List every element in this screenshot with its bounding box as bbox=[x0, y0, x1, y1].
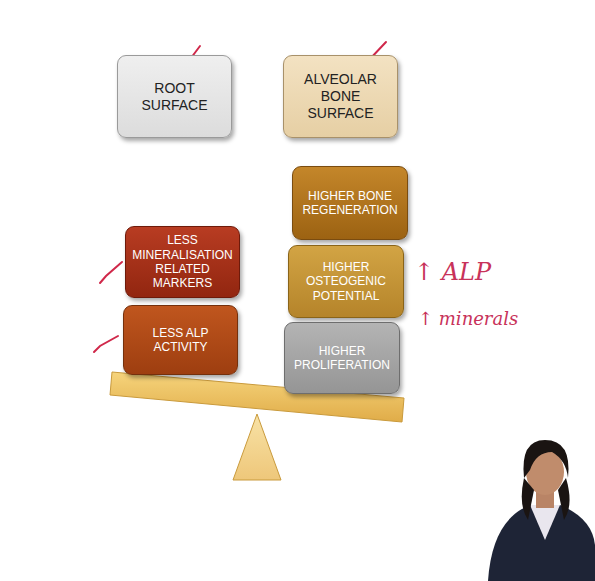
box-text: ALVEOLAR BONE SURFACE bbox=[290, 71, 391, 121]
box-text: HIGHER PROLIFERATION bbox=[291, 344, 393, 373]
outcome-box: LESS MINERALISATION RELATED MARKERS bbox=[125, 226, 240, 298]
check-mark bbox=[100, 262, 122, 283]
fulcrum bbox=[233, 414, 281, 480]
outcome-box: HIGHER PROLIFERATION bbox=[284, 322, 400, 394]
box-text: LESS ALP ACTIVITY bbox=[130, 326, 231, 355]
surface-box: ROOT SURFACE bbox=[117, 55, 232, 138]
handwritten-note: ↑ minerals bbox=[418, 308, 518, 329]
box-text: HIGHER OSTEOGENIC POTENTIAL bbox=[295, 260, 397, 303]
outcome-box: HIGHER BONE REGENERATION bbox=[292, 166, 408, 240]
presenter bbox=[488, 440, 595, 581]
handwritten-note: ↑ ALP bbox=[414, 258, 491, 286]
box-text: HIGHER BONE REGENERATION bbox=[299, 189, 401, 218]
check-mark bbox=[94, 336, 118, 352]
outcome-box: LESS ALP ACTIVITY bbox=[123, 305, 238, 375]
box-text: LESS MINERALISATION RELATED MARKERS bbox=[132, 233, 233, 291]
box-text: ROOT SURFACE bbox=[124, 80, 225, 114]
outcome-box: HIGHER OSTEOGENIC POTENTIAL bbox=[288, 245, 404, 318]
surface-box: ALVEOLAR BONE SURFACE bbox=[283, 55, 398, 138]
